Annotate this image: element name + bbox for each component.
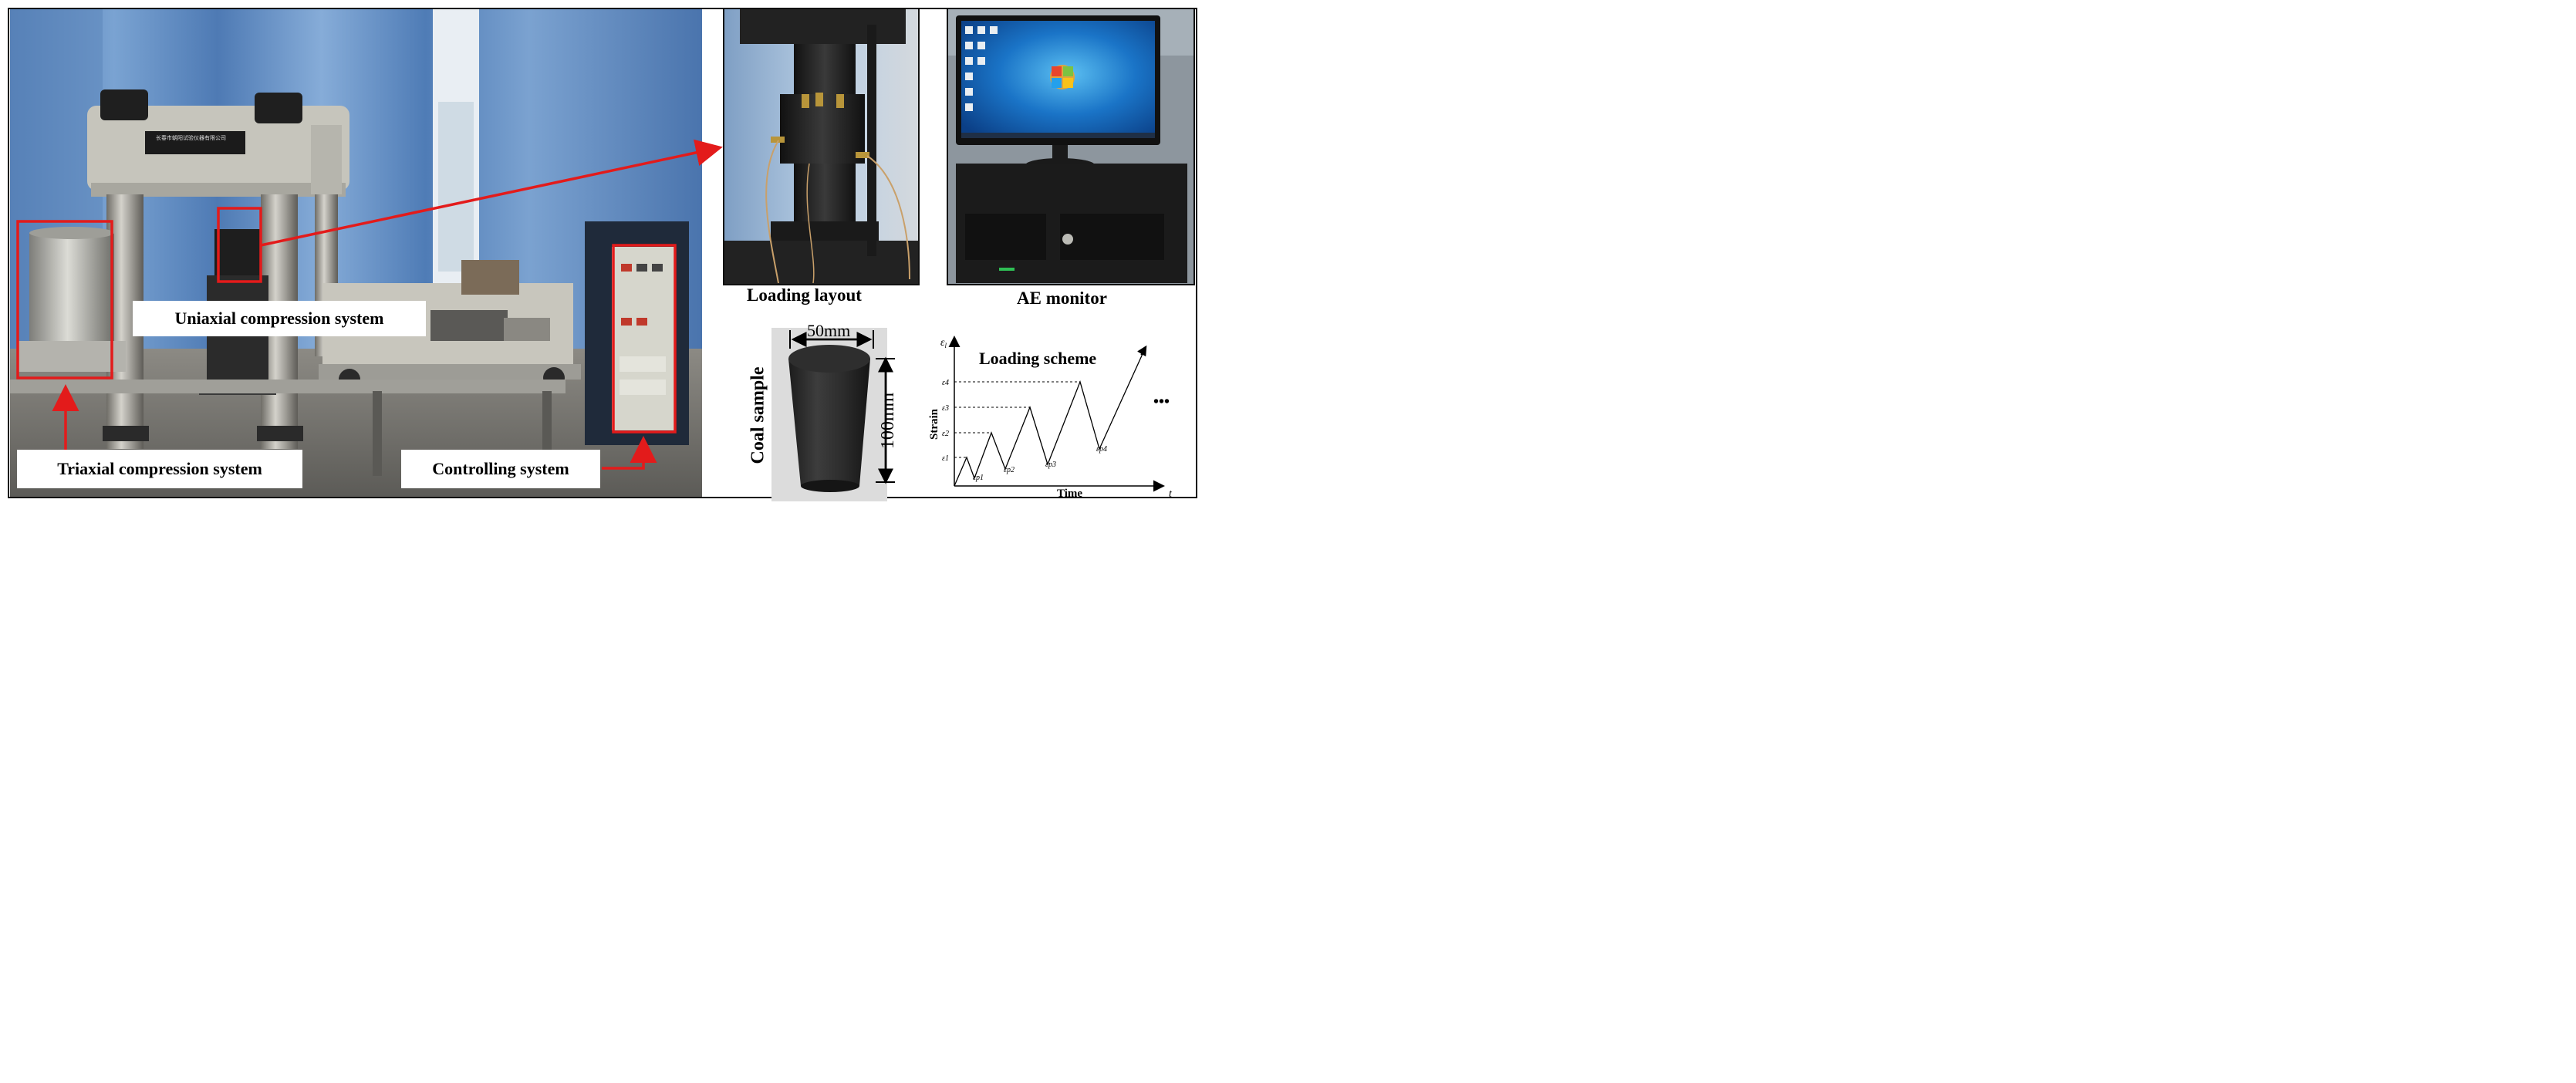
loading-layout-drawing (724, 9, 918, 284)
figure-frame (8, 8, 1197, 498)
scheme-title: Loading scheme (979, 349, 1096, 368)
ae-monitor-photo (947, 8, 1195, 285)
level-label-4: ε4 (942, 379, 949, 387)
ae-monitor-label: AE monitor (1017, 288, 1107, 308)
triaxial-label: Triaxial compression system (17, 450, 302, 488)
controlling-label: Controlling system (401, 450, 600, 488)
coal-sample-photo (771, 328, 887, 501)
residual-label-3: εp3 (1045, 461, 1056, 469)
x-axis-symbol: t (1169, 488, 1173, 500)
controlling-highlight-box (612, 244, 677, 434)
lab-photo-drawing (10, 9, 702, 497)
loading-path (954, 346, 1146, 487)
loading-layout-arrow (260, 139, 723, 247)
uniaxial-highlight-box (217, 207, 262, 283)
level-label-3: ε3 (942, 404, 949, 413)
loading-scheme-chart: εl ε1 ε2 ε3 ε4 εp1 εp2 εp3 εp4 t Time St… (928, 336, 1173, 500)
dimension-lines (789, 330, 895, 484)
residual-label-1: εp1 (973, 474, 984, 482)
controlling-arrow (602, 436, 657, 470)
residual-label-4: εp4 (1096, 445, 1107, 454)
uniaxial-label: Uniaxial compression system (133, 301, 426, 336)
x-axis-label: Time (1057, 488, 1082, 500)
y-axis-label: Strain (928, 408, 940, 440)
diameter-label: 50mm (807, 321, 851, 340)
triaxial-highlight-box (16, 220, 113, 380)
loading-path-arrow (1137, 345, 1147, 357)
residual-label-2: εp2 (1004, 466, 1015, 474)
machine-logo-text: 长春市朝阳试验仪器有限公司 (156, 135, 226, 141)
coal-sample-drawing (771, 328, 887, 501)
loading-layout-photo (723, 8, 920, 285)
y-axis-symbol: εl (940, 337, 947, 349)
level-label-2: ε2 (942, 430, 949, 438)
lab-photo (10, 9, 702, 497)
ae-monitor-drawing (948, 9, 1193, 284)
annotation-overlay (16, 139, 723, 470)
loading-layout-label: Loading layout (747, 285, 862, 305)
level-label-1: ε1 (942, 454, 949, 463)
continuation-ellipsis: ••• (1153, 393, 1170, 410)
